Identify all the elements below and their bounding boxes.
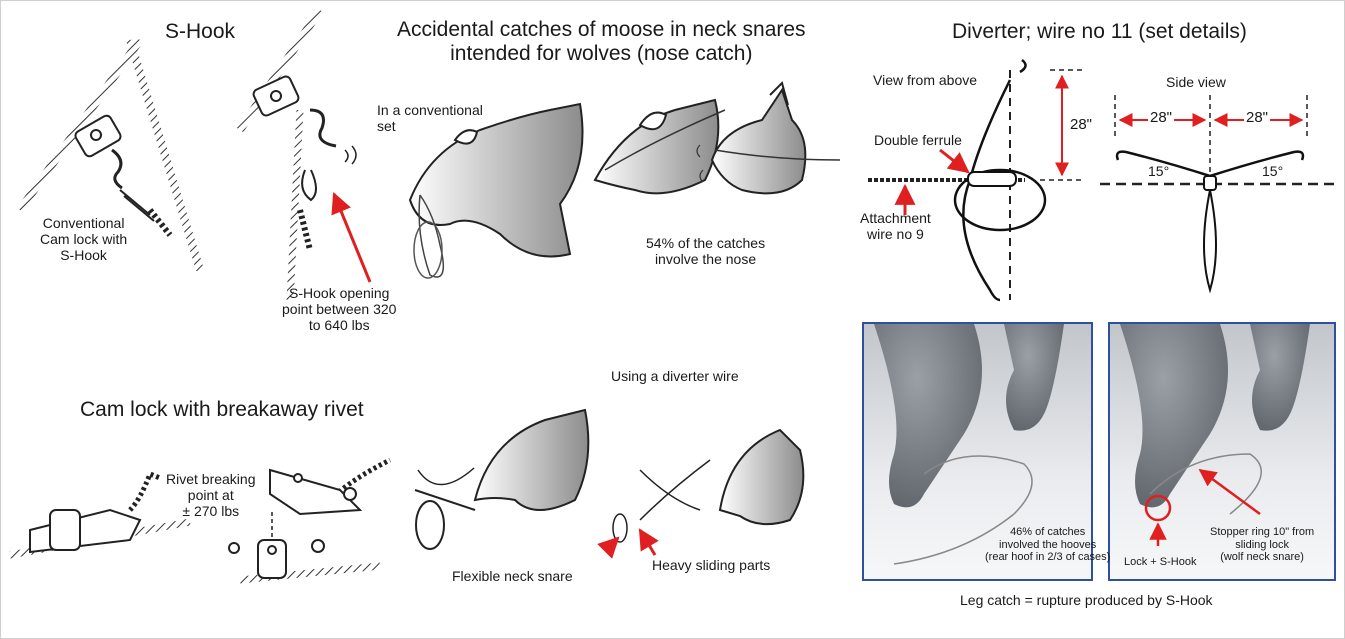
title-accidental-catches: Accidental catches of moose in neck snar… xyxy=(397,18,806,66)
label-nose-pct: 54% of the catches involve the nose xyxy=(646,235,765,267)
label-angle-right: 15° xyxy=(1262,163,1283,179)
label-conventional-set: In a conventional set xyxy=(377,102,483,134)
title-cam-lock: Cam lock with breakaway rivet xyxy=(80,398,364,422)
label-lock-shook: Lock + S-Hook xyxy=(1124,556,1196,569)
diverter-side-view xyxy=(1100,95,1335,290)
moose-head-snared-1 xyxy=(595,100,725,193)
label-stopper-ring: Stopper ring 10" from sliding lock (wolf… xyxy=(1210,526,1314,564)
label-side-view: Side view xyxy=(1166,74,1226,90)
label-flexible-snare: Flexible neck snare xyxy=(452,568,573,584)
label-view-above: View from above xyxy=(873,72,977,88)
title-diverter: Diverter; wire no 11 (set details) xyxy=(952,20,1247,44)
label-angle-left: 15° xyxy=(1148,163,1169,179)
moose-head-diverter-2 xyxy=(606,430,803,555)
moose-head-diverter-1 xyxy=(415,410,588,549)
label-rivet-breaking: Rivet breaking point at ± 270 lbs xyxy=(166,471,256,519)
label-s-hook-opening: S-Hook opening point between 320 to 640 … xyxy=(282,285,396,333)
label-heavy-sliding: Heavy sliding parts xyxy=(652,557,770,573)
caption-leg-catch: Leg catch = rupture produced by S-Hook xyxy=(960,592,1213,608)
label-hooves-pct: 46% of catches involved the hooves (rear… xyxy=(985,526,1110,564)
s-hook-diagram-opening xyxy=(240,10,370,300)
title-s-hook: S-Hook xyxy=(165,20,235,44)
label-dim-28-vertical: 28" xyxy=(1070,116,1092,133)
label-double-ferrule: Double ferrule xyxy=(874,132,962,148)
diverter-view-from-above xyxy=(868,60,1085,300)
label-dim-28-left: 28" xyxy=(1148,109,1174,126)
label-conventional-cam: Conventional Cam lock with S-Hook xyxy=(40,215,127,263)
label-attachment-wire: Attachment wire no 9 xyxy=(860,210,931,242)
label-using-diverter: Using a diverter wire xyxy=(611,368,739,384)
label-dim-28-right: 28" xyxy=(1244,109,1270,126)
